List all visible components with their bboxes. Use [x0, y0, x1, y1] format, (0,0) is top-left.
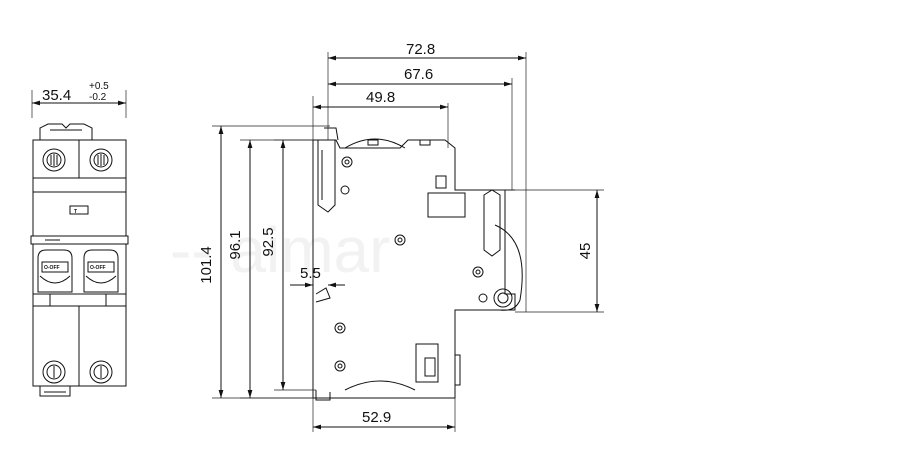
front-width-label: 35.4 — [42, 87, 71, 104]
dim-front-height: 45 — [577, 243, 594, 260]
tolerance-plus: +0.5 — [89, 81, 109, 92]
rivet-icon — [394, 234, 406, 246]
lever-label-left: O-OFF — [44, 265, 60, 271]
lever-label-right: O-OFF — [90, 265, 106, 271]
rivet-icon — [341, 156, 353, 168]
terminal-screw-icon — [89, 360, 113, 384]
tolerance-minus: -0.2 — [89, 92, 107, 103]
dim-depth-to-step: 49.8 — [366, 89, 395, 106]
terminal-screw-icon — [42, 360, 66, 384]
dim-overall-height: 101.4 — [198, 246, 215, 284]
rivet-icon — [472, 266, 484, 278]
side-view: 72.8 67.6 49.8 101.4 96.1 92.5 5.5 45 52… — [198, 41, 604, 432]
dim-overall-depth: 72.8 — [406, 41, 435, 58]
rivet-icon — [334, 360, 346, 372]
dim-height-rail: 92.5 — [260, 227, 277, 256]
dim-base-depth: 52.9 — [362, 409, 391, 426]
lever-left: O-OFF — [37, 249, 73, 293]
front-view: 35.4 +0.5 -0.2 T O-OFF — [30, 81, 129, 397]
terminal-screw-icon — [42, 148, 66, 172]
dim-depth-to-lever: 67.6 — [404, 66, 433, 83]
dim-height-inner: 96.1 — [227, 230, 244, 259]
terminal-screw-icon — [89, 148, 113, 172]
svg-text:T: T — [74, 209, 77, 215]
rivet-icon — [334, 322, 346, 334]
lever-right: O-OFF — [83, 249, 119, 293]
dim-clip-offset: 5.5 — [300, 265, 321, 282]
watermark: -- aimar — [170, 214, 390, 286]
